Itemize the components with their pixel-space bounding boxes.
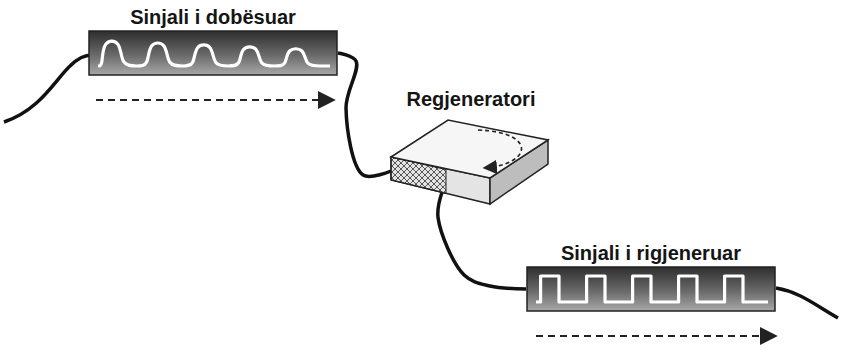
signal-panel [527,267,775,311]
top-face [391,120,548,178]
direction-arrow [96,99,334,101]
signal-label: Sinjali i rigjeneruar [526,240,776,266]
signal-waveform-box [88,30,338,76]
weak-signal: Sinjali i dobësuar [88,4,338,76]
square-wave [98,41,330,66]
signal-panel [89,31,337,75]
regenerator-box: Regjeneratori [386,86,556,212]
signal-label: Regjeneratori [386,86,556,112]
cable [4,55,92,122]
regenerator-device [386,112,556,212]
cable [776,288,838,318]
signal-waveform-box [526,266,776,312]
regeneration-arrow [478,130,522,168]
regenerated-signal: Sinjali i rigjeneruar [526,240,776,312]
direction-arrow [536,335,776,337]
cable [438,192,526,289]
signal-label: Sinjali i dobësuar [88,4,338,30]
square-wave [536,276,768,302]
cable [338,53,391,176]
